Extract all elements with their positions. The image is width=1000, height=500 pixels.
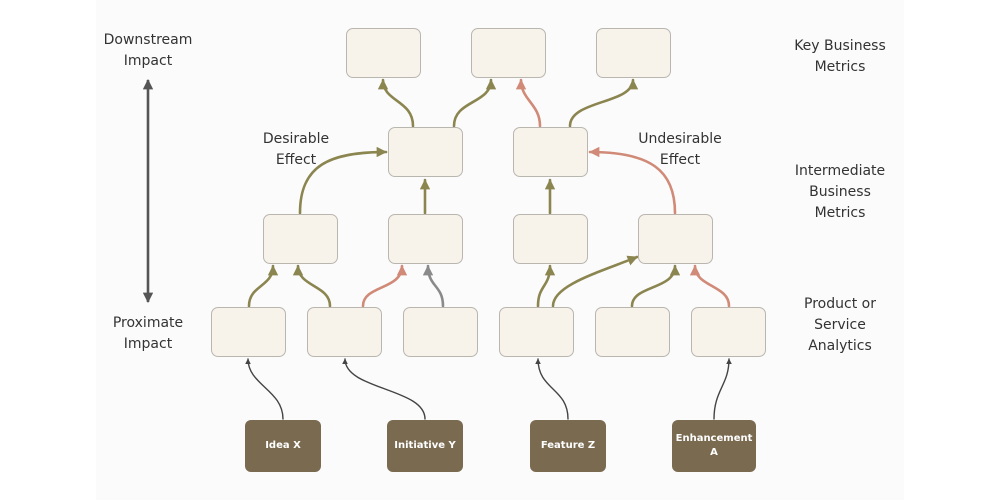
link-to-key-metric-2-undesirable [515,78,542,128]
key-metric-box-3 [596,28,671,78]
source-initiative-y: Initiative Y [387,420,463,472]
source-idea-x: Idea X [245,420,321,472]
diagram-panel [96,0,904,500]
link-to-intermediate-lower-2b [422,264,445,308]
desirable-effect-label: Desirable Effect [262,131,330,168]
link-from-initiative-y [342,358,426,420]
link-from-feature-z [535,358,569,420]
link-to-intermediate-lower-4c [689,264,731,308]
key-metric-box-1 [346,28,421,78]
product-analytics-label: Product or Service Analytics [804,296,876,354]
link-from-enhancement-a [713,358,732,420]
intermediate-upper-box-2 [513,127,588,177]
link-to-key-metric-1 [377,78,415,128]
link-desirable-effect [298,146,388,215]
link-to-intermediate-lower-3 [536,264,556,308]
link-undesirable-effect [588,146,677,215]
link-to-intermediate-lower-2a [361,264,408,308]
source-feature-z: Feature Z [530,420,606,472]
intermediate-upper-box-1 [388,127,463,177]
downstream-impact-label: Downstream Impact [103,32,193,69]
intermediate-lower-box-4 [638,214,713,264]
analytics-box-1 [211,307,286,357]
analytics-box-2 [307,307,382,357]
link-to-intermediate-lower-1a [247,264,279,308]
proximate-impact-label: Proximate Impact [112,315,184,352]
intermediate-lower-box-1 [263,214,338,264]
link-to-intermediate-lower-1b [292,264,332,308]
link-to-key-metric-2 [452,78,497,128]
link-to-intermediate-lower-4a [551,255,639,308]
link-to-intermediate-lower-4b [630,264,681,308]
analytics-box-4 [499,307,574,357]
link-from-idea-x [245,358,284,420]
analytics-box-3 [403,307,478,357]
undesirable-effect-label: Undesirable Effect [638,131,722,168]
key-metric-box-2 [471,28,546,78]
source-enhancement-a: Enhancement A [672,420,756,472]
intermediate-lower-box-2 [388,214,463,264]
analytics-box-6 [691,307,766,357]
link-to-key-metric-3 [568,78,639,128]
analytics-box-5 [595,307,670,357]
intermediate-business-metrics-label: Intermediate Business Metrics [794,163,886,221]
intermediate-lower-box-3 [513,214,588,264]
key-business-metrics-label: Key Business Metrics [794,38,886,75]
